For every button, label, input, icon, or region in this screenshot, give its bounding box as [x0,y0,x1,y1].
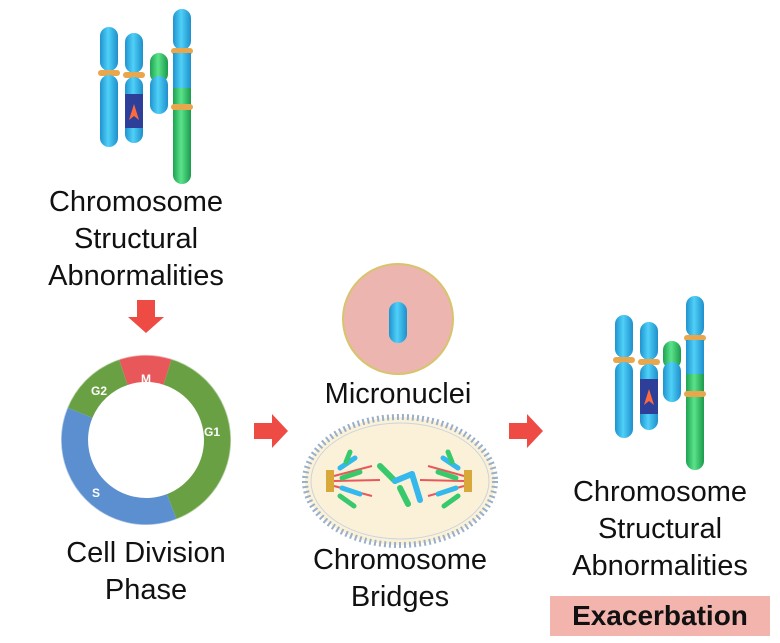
phase-label-g1: G1 [204,425,220,439]
bridge-cell [302,414,498,548]
label-csa-top-line1: Chromosome [48,186,224,218]
arrow-right-2 [509,414,543,448]
cell-cycle-ring [60,354,232,526]
label-csa-top: Chromosome Structural Abnormalities [16,184,256,295]
label-csa-top-line3: Abnormalities [48,260,224,292]
arrow-down [128,300,164,333]
chromosome-group-right [613,296,706,470]
label-bridges-line2: Bridges [350,581,450,613]
label-cell-division: Cell Division Phase [26,535,266,609]
phase-label-m: M [141,372,151,386]
label-bridges-line1: Chromosome [312,544,488,576]
label-csa-top-line2: Structural [73,223,199,255]
label-csa-right-line3: Abnormalities [572,550,748,582]
label-csa-right: Chromosome Structural Abnormalities [540,474,780,585]
phase-label-g2: G2 [91,384,107,398]
label-cell-division-line1: Cell Division [66,537,226,569]
phase-label-s: S [92,486,100,500]
exacerbation-badge: Exacerbation [550,596,770,636]
label-bridges: Chromosome Bridges [283,542,517,616]
label-micronuclei-text: Micronuclei [324,378,472,410]
micronucleus [342,263,454,375]
label-micronuclei: Micronuclei [298,376,498,413]
label-csa-right-line1: Chromosome [572,476,748,508]
chromosome-group-top [98,9,193,184]
label-cell-division-line2: Phase [104,574,188,606]
label-csa-right-line2: Structural [597,513,723,545]
arrow-right-1 [254,414,288,448]
